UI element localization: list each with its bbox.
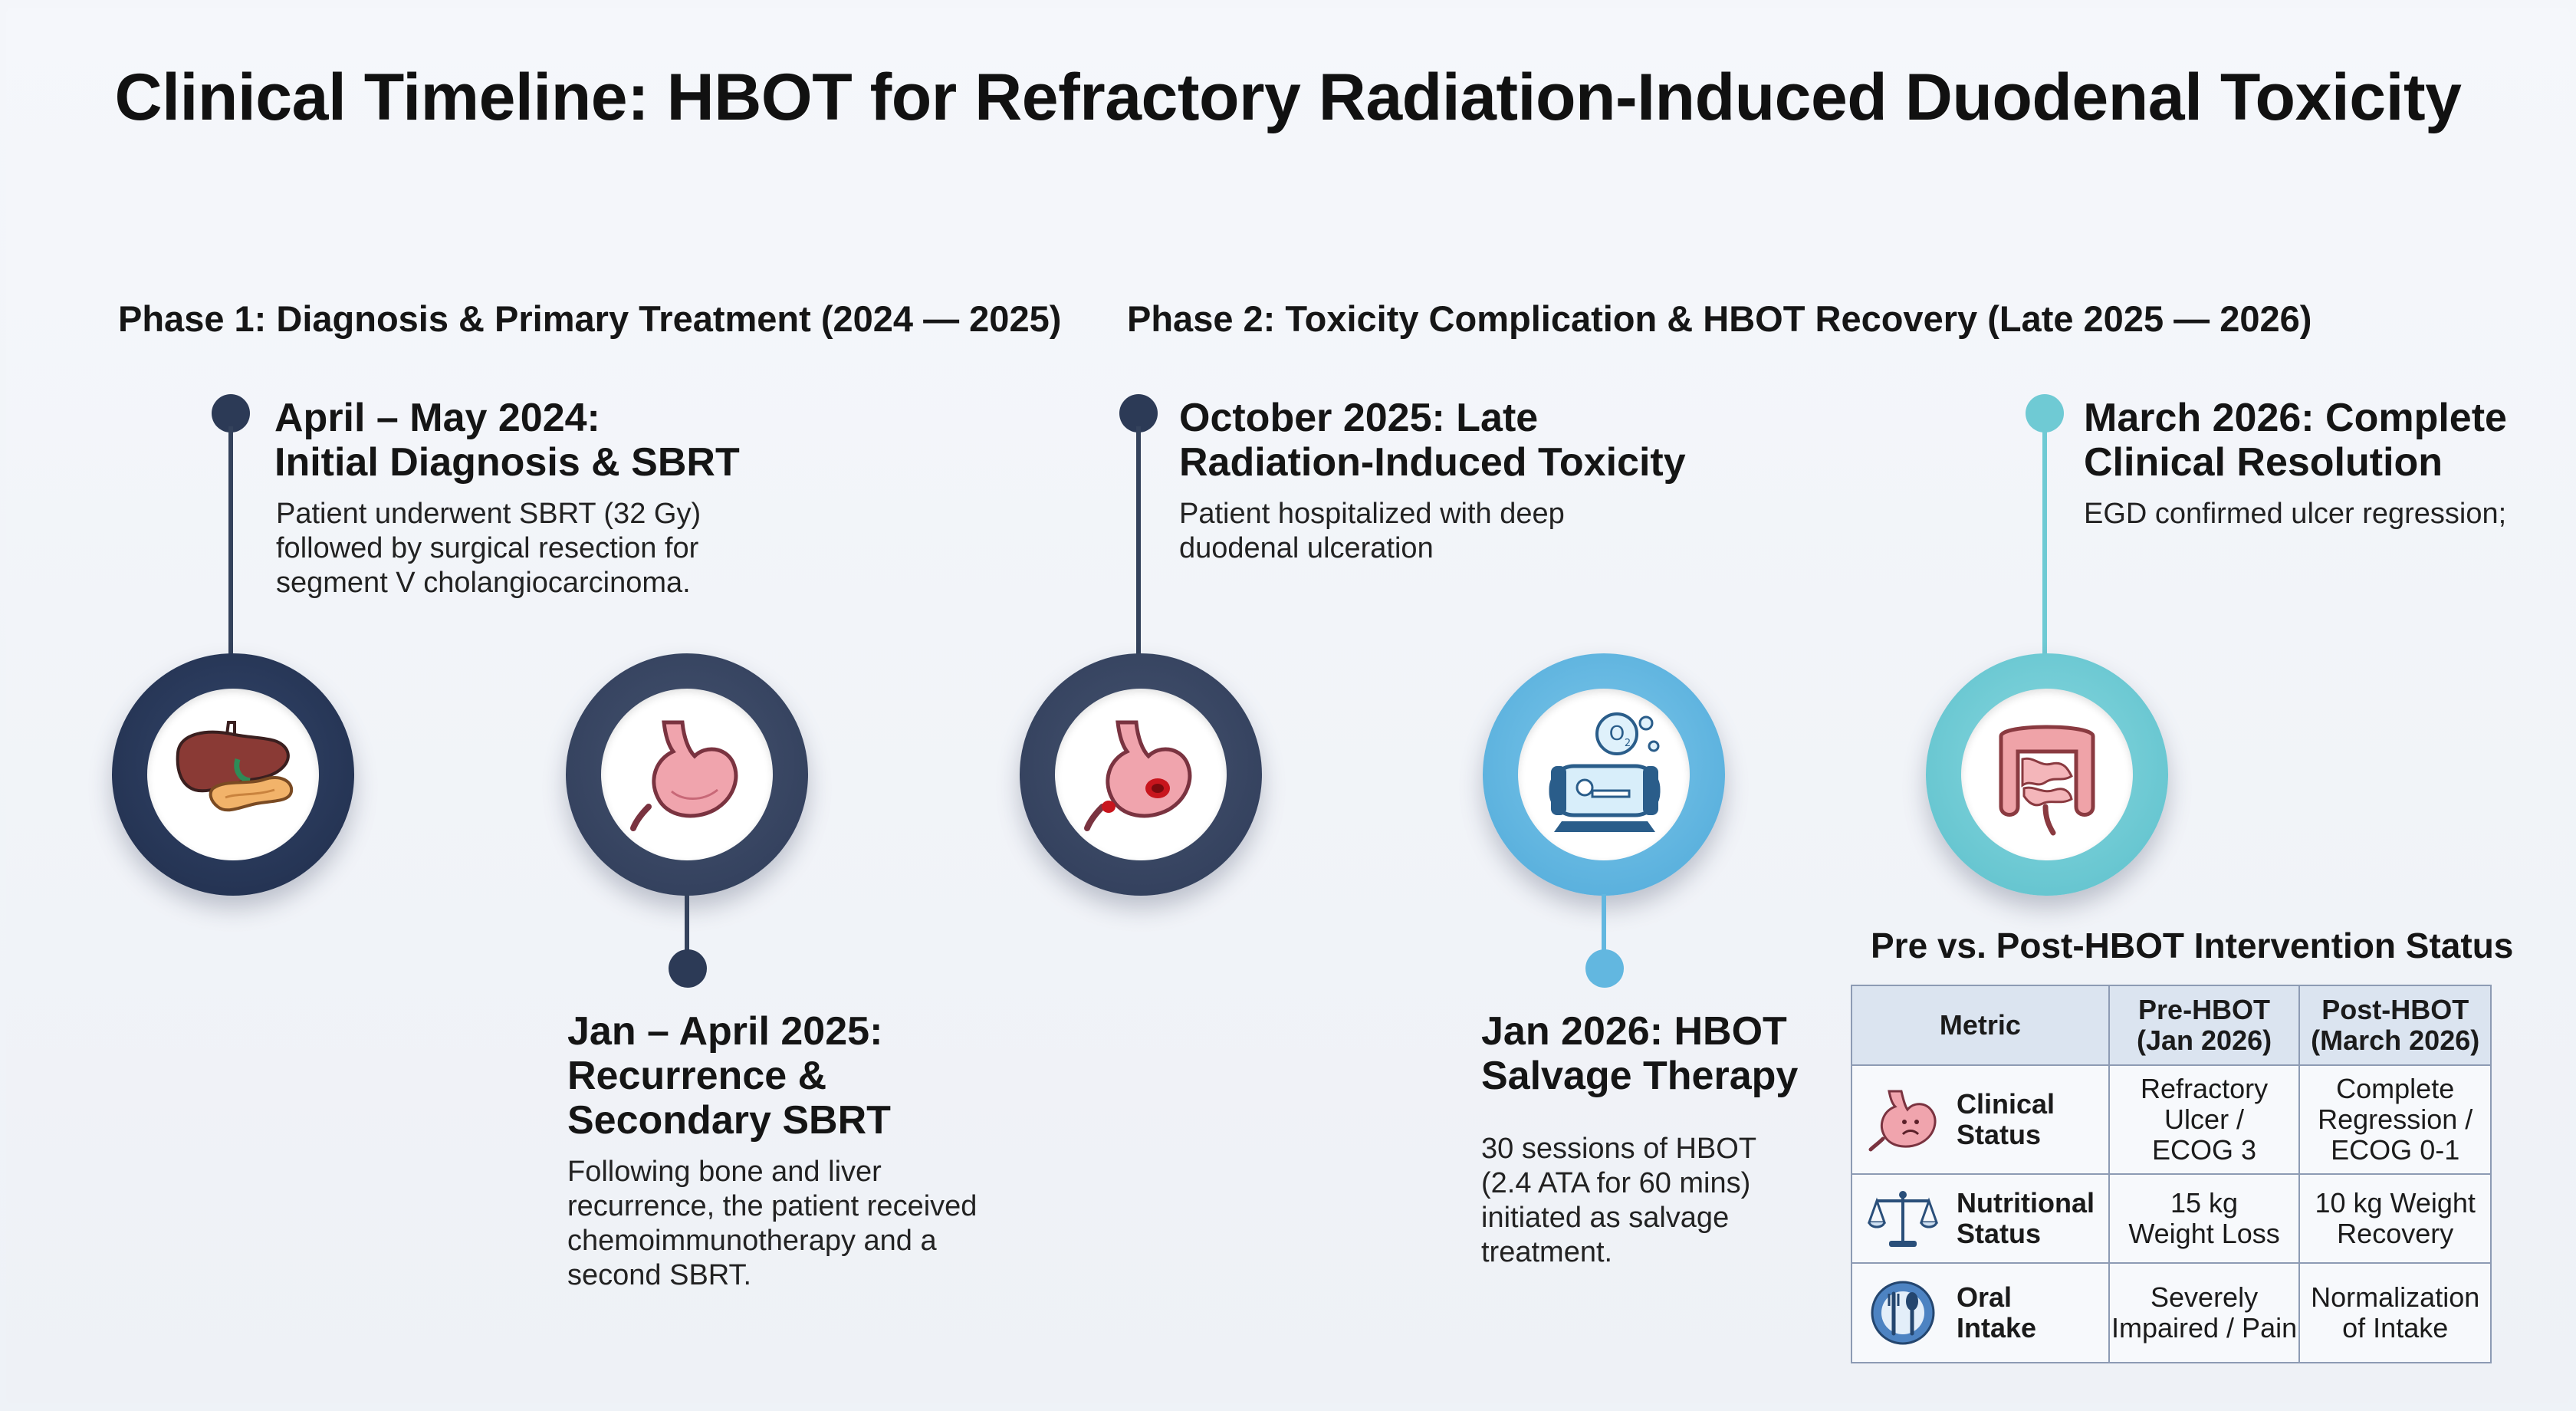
metric-cell-oral: Oral Intake [1851,1262,2110,1363]
pre-cell-nutritional: 15 kg Weight Loss [2108,1173,2301,1264]
table-header-row: Metric Pre-HBOT (Jan 2026) Post-HBOT (Ma… [1851,985,2492,1066]
balance-scale-icon [1867,1191,1939,1247]
metric-cell-clinical: Clinical Status [1851,1064,2110,1175]
table-row: Clinical Status Refractory Ulcer / ECOG … [1851,1064,2492,1175]
page-title: Clinical Timeline: HBOT for Refractory R… [114,61,2462,134]
event-1-description: Patient underwent SBRT (32 Gy) followed … [276,498,702,599]
fork-spoon-icon [1871,1281,1935,1345]
svg-text:2: 2 [1625,738,1631,749]
event-5-description: EGD confirmed ulcer regression; [2084,498,2507,530]
header-post-hbot: Post-HBOT (March 2026) [2298,985,2492,1066]
event-1-node [112,653,354,896]
intestine-icon [1999,725,2095,836]
event-2-dot [669,949,707,988]
event-3-description: Patient hospitalized with deep duodenal … [1179,498,1565,564]
status-table: Metric Pre-HBOT (Jan 2026) Post-HBOT (Ma… [1851,985,2492,1363]
sad-stomach-icon [1868,1090,1937,1152]
event-4-title: Jan 2026: HBOT Salvage Therapy [1481,1009,1799,1098]
event-2-node [566,653,808,896]
event-2-description: Following bone and liver recurrence, the… [567,1156,978,1291]
event-5-title: March 2026: Complete Clinical Resolution [2084,396,2507,485]
event-3-dot [1119,394,1158,433]
phase-1-label: Phase 1: Diagnosis & Primary Treatment (… [118,298,1062,339]
header-pre-hbot: Pre-HBOT (Jan 2026) [2108,985,2301,1066]
event-3-title: October 2025: Late Radiation-Induced Tox… [1179,396,1686,485]
metric-cell-nutritional: Nutritional Status [1851,1173,2110,1264]
table-row: Nutritional Status 15 kg Weight Loss 10 … [1851,1173,2492,1264]
event-1-connector [228,426,233,658]
event-2-connector [685,894,689,972]
event-1-dot [212,394,250,433]
stomach-icon [630,720,738,831]
event-2-title: Jan – April 2025: Recurrence & Secondary… [567,1009,891,1143]
phase-2-label: Phase 2: Toxicity Complication & HBOT Re… [1127,298,2312,339]
svg-text:O: O [1609,722,1625,745]
event-1-title: April – May 2024: Initial Diagnosis & SB… [274,396,740,485]
event-4-description: 30 sessions of HBOT (2.4 ATA for 60 mins… [1481,1133,1757,1268]
liver-pancreas-icon [176,721,294,812]
post-cell-oral: Normalization of Intake [2298,1262,2492,1363]
event-4-node: O 2 [1483,653,1725,896]
event-5-node [1926,653,2168,896]
event-5-connector [2042,426,2047,658]
event-3-node [1020,653,1262,896]
table-title: Pre vs. Post-HBOT Intervention Status [1871,926,2514,965]
event-5-dot [2026,394,2064,433]
ulcerated-stomach-icon [1084,720,1192,831]
hyperbaric-chamber-icon: O 2 [1549,712,1661,832]
post-cell-clinical: Complete Regression / ECOG 0-1 [2298,1064,2492,1175]
event-3-connector [1136,426,1141,658]
table-row: Oral Intake Severely Impaired / Pain Nor… [1851,1262,2492,1363]
pre-cell-clinical: Refractory Ulcer / ECOG 3 [2108,1064,2301,1175]
post-cell-nutritional: 10 kg Weight Recovery [2298,1173,2492,1264]
event-4-connector [1602,894,1606,972]
header-metric: Metric [1851,985,2110,1066]
event-4-dot [1585,949,1624,988]
pre-cell-oral: Severely Impaired / Pain [2108,1262,2301,1363]
